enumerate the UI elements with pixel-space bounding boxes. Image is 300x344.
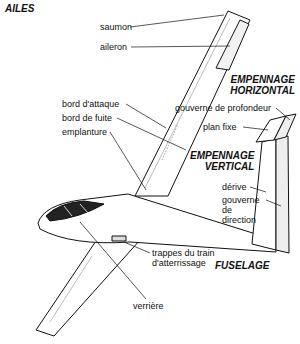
part-label: bord d'attaque [62, 99, 119, 109]
part-label: gouverne de profondeur [175, 103, 271, 113]
aileron-surface [216, 20, 249, 70]
canopy-glare [64, 204, 88, 216]
part-label: trappes du train d'atterrissage [152, 248, 228, 268]
leader-lines [80, 15, 290, 299]
canopy [46, 201, 104, 221]
lower-wing [36, 235, 140, 336]
fin [252, 138, 276, 250]
airbrake [162, 124, 178, 160]
section-heading: AILES [5, 3, 34, 14]
rudder [276, 136, 289, 253]
part-label: aileron [100, 42, 127, 52]
part-label: verrière [133, 301, 164, 311]
fuselage-body [38, 194, 276, 252]
gear-doors [112, 236, 126, 241]
section-heading: FUSELAGE [215, 260, 269, 271]
part-label: saumon [100, 22, 132, 32]
section-heading: EMPENNAGE VERTICAL [190, 150, 254, 172]
part-label: plan fixe [203, 122, 237, 132]
part-label: dérive [222, 182, 247, 192]
part-label: gouverne de direction [222, 195, 266, 225]
part-label: bord de fuite [62, 113, 112, 123]
part-label: emplanture [62, 127, 107, 137]
section-heading: EMPENNAGE HORIZONTAL [230, 74, 295, 96]
wing-shading [50, 256, 92, 322]
elevator [274, 114, 296, 140]
